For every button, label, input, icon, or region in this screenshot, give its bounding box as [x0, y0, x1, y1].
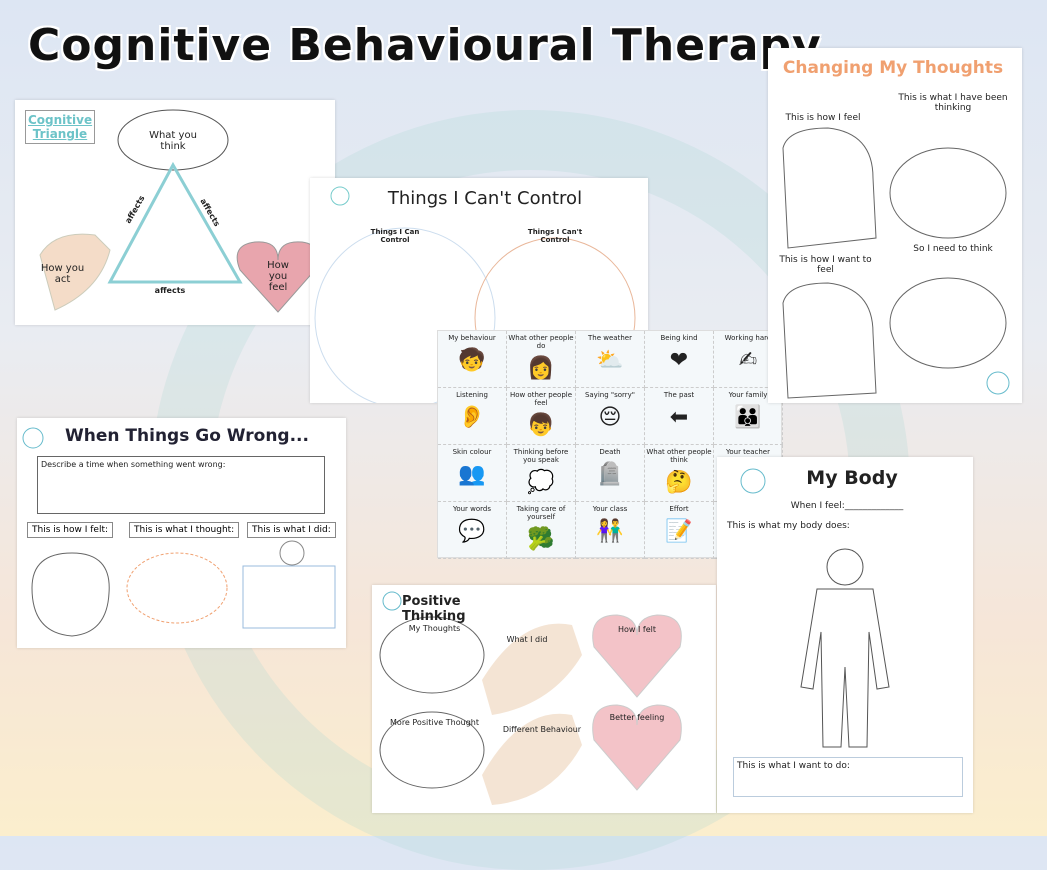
grid-card: What other people do 👩: [507, 331, 576, 388]
when-i-feel-label: When I feel:_____________: [790, 501, 904, 511]
grid-card-illustration-icon: 👩: [527, 356, 555, 381]
grid-card: Saying "sorry" 😔: [576, 388, 645, 445]
grid-card: Skin colour 👥: [438, 445, 507, 502]
grid-card-label: Taking care of yourself: [516, 505, 566, 521]
grid-card: Effort 📝: [645, 502, 714, 559]
want-to-feel-label: This is how I want to feel: [779, 255, 872, 275]
grid-card-label: How other people feel: [509, 391, 573, 407]
triangle-heading: Cognitive Triangle: [25, 110, 95, 144]
grid-card: How other people feel 👦: [507, 388, 576, 445]
grid-card-label: Listening: [456, 391, 488, 399]
what-i-thought-label: This is what I thought:: [129, 522, 240, 538]
more-positive-thought-label: More Positive Thought: [390, 718, 479, 727]
wrong-heading: When Things Go Wrong...: [65, 426, 309, 446]
grid-card-illustration-icon: ⬅: [669, 405, 689, 430]
grid-card-label: Your teacher: [726, 448, 770, 456]
grid-card: Your words 💬: [438, 502, 507, 559]
grid-card: Being kind ❤: [645, 331, 714, 388]
positive-heading: Positive Thinking: [402, 594, 466, 624]
page-title: Cognitive Behavioural Therapy: [28, 20, 822, 71]
been-thinking-label: This is what I have been thinking: [898, 93, 1008, 113]
grid-card-label: What other people do: [508, 334, 574, 350]
grid-card: Your class 👫: [576, 502, 645, 559]
grid-card-label: The past: [663, 391, 695, 399]
grid-card-illustration-icon: 👦: [527, 413, 555, 438]
describe-box[interactable]: Describe a time when something went wron…: [37, 456, 325, 514]
grid-card: What other people think 🤔: [645, 445, 714, 502]
faces-and-clouds: [782, 127, 1010, 399]
what-you-think-label: What you think: [149, 130, 197, 152]
grid-card-illustration-icon: ✍: [738, 348, 758, 373]
grid-card-illustration-icon: 💬: [458, 519, 486, 544]
grid-card-label: Death: [599, 448, 621, 456]
can-control-column: Things I Can Control: [370, 228, 420, 244]
grid-card-illustration-icon: 🪦: [596, 462, 624, 487]
grid-card-illustration-icon: 💭: [527, 470, 555, 495]
grid-card-label: The weather: [588, 334, 632, 342]
positive-drawings: [379, 591, 682, 805]
grid-card: Taking care of yourself 🥦: [507, 502, 576, 559]
better-feeling-label: Better feeling: [609, 713, 665, 722]
need-to-think-label: So I need to think: [913, 244, 993, 254]
changing-heading: Changing My Thoughts: [782, 58, 1004, 78]
my-body-heading: My Body: [806, 467, 898, 489]
how-you-feel-label: How you feel: [267, 260, 289, 293]
grid-card-illustration-icon: 👂: [458, 405, 486, 430]
grid-card-illustration-icon: ⛅: [596, 348, 624, 373]
how-i-felt-label: This is how I felt:: [27, 522, 114, 538]
what-i-did-label: What I did: [506, 635, 548, 644]
when-things-go-wrong-card: When Things Go Wrong... Describe a time …: [17, 418, 346, 648]
different-behaviour-label: Different Behaviour: [502, 725, 582, 734]
body-does-label: This is what my body does:: [727, 521, 850, 531]
grid-card: My behaviour 🧒: [438, 331, 507, 388]
grid-card-label: Saying "sorry": [584, 391, 636, 399]
cognitive-triangle-card: Cognitive Triangle What you think How yo…: [15, 100, 335, 325]
my-thoughts-label: My Thoughts: [408, 624, 461, 633]
grid-card-label: Effort: [669, 505, 689, 513]
grid-card-label: What other people think: [646, 448, 712, 464]
positive-thinking-card: Positive Thinking My Thoughts What I did…: [372, 585, 716, 813]
cant-control-heading: Things I Can't Control: [387, 188, 583, 209]
grid-card-illustration-icon: 👥: [458, 462, 486, 487]
what-i-did-label: This is what I did:: [247, 522, 336, 538]
triangle-diagram: [39, 109, 319, 313]
grid-card-illustration-icon: 👪: [734, 405, 762, 430]
grid-card-label: Working hard: [724, 334, 772, 342]
grid-card-label: Your words: [452, 505, 492, 513]
grid-card-illustration-icon: 🧒: [458, 348, 486, 373]
my-body-card: My Body When I feel:_____________ This i…: [717, 457, 973, 813]
wrong-drawings: [22, 427, 336, 637]
grid-card-label: Thinking before you speak: [513, 448, 569, 464]
grid-card: Listening 👂: [438, 388, 507, 445]
grid-card: The past ⬅: [645, 388, 714, 445]
grid-card-illustration-icon: 🥦: [527, 527, 555, 552]
affects-label: affects: [154, 286, 186, 295]
grid-card-illustration-icon: 🤔: [665, 470, 693, 495]
want-to-do-box[interactable]: This is what I want to do:: [733, 757, 963, 797]
grid-card-label: Your class: [592, 505, 628, 513]
grid-card-label: Being kind: [660, 334, 698, 342]
grid-card-label: My behaviour: [448, 334, 496, 342]
grid-card-label: Your family: [728, 391, 768, 399]
grid-card: The weather ⛅: [576, 331, 645, 388]
grid-card: Death 🪦: [576, 445, 645, 502]
how-i-felt-label: How I felt: [618, 625, 656, 634]
cant-control-column: Things I Can't Control: [527, 228, 583, 244]
how-you-act-label: How you act: [40, 263, 85, 285]
grid-card: Thinking before you speak 💭: [507, 445, 576, 502]
changing-thoughts-card: Changing My Thoughts This is how I feel …: [768, 48, 1022, 403]
how-i-feel-label: This is how I feel: [785, 113, 861, 123]
grid-card-label: Skin colour: [452, 448, 492, 456]
grid-card-illustration-icon: ❤: [669, 348, 689, 373]
body-outline: [740, 468, 890, 748]
grid-card: Your family 👪: [714, 388, 783, 445]
grid-card-illustration-icon: 😔: [598, 405, 622, 430]
grid-card-illustration-icon: 📝: [665, 519, 693, 544]
grid-card-illustration-icon: 👫: [596, 519, 624, 544]
